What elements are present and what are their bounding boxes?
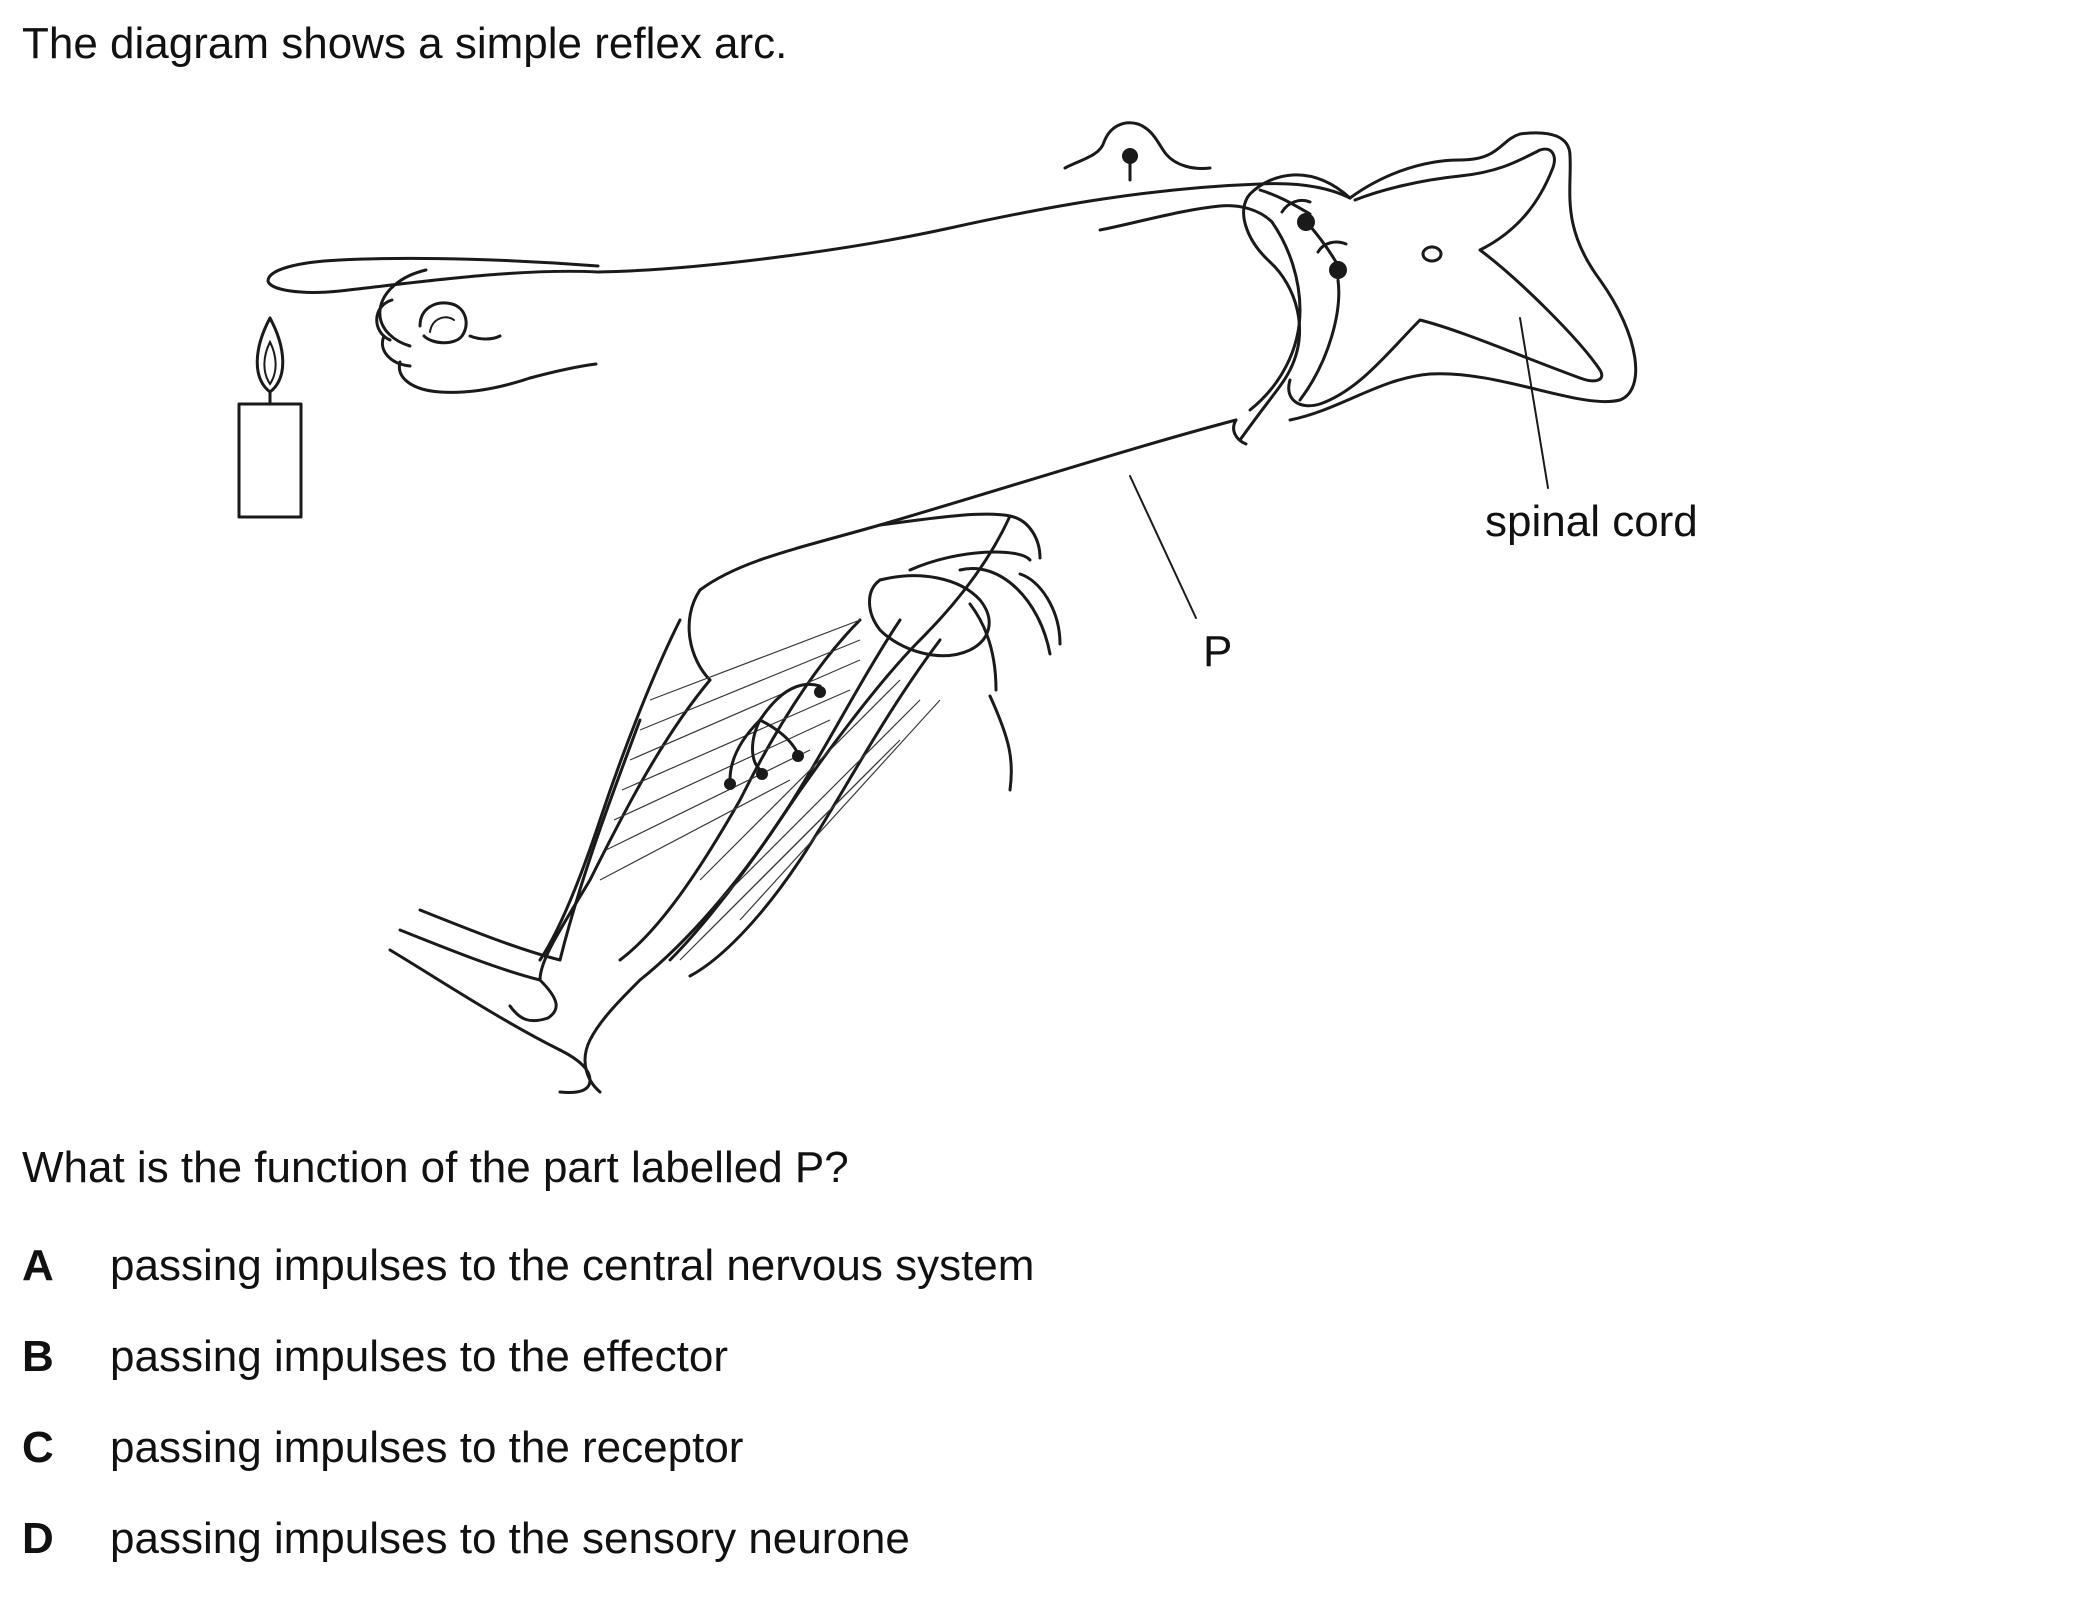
- candle: [237, 316, 303, 519]
- motor-pathway: [1129, 418, 1248, 619]
- muscle-hatching: [599, 619, 941, 961]
- spinal-synapses: [1258, 188, 1348, 402]
- option-text: passing impulses to the effector: [110, 1332, 728, 1381]
- option-text: passing impulses to the receptor: [110, 1423, 744, 1472]
- spinal-cord-label: spinal cord: [1485, 497, 1698, 546]
- option-text: passing impulses to the sensory neurone: [110, 1514, 910, 1563]
- option-text: passing impulses to the central nervous …: [110, 1241, 1035, 1290]
- hand: [266, 256, 600, 394]
- option-letter: A: [22, 1241, 54, 1290]
- option-letter: C: [22, 1423, 54, 1472]
- lower-arm: [538, 512, 1062, 982]
- option-c[interactable]: C passing impulses to the receptor: [22, 1418, 1222, 1509]
- answer-options: A passing impulses to the central nervou…: [22, 1236, 1222, 1600]
- motor-end-plates: [724, 682, 826, 790]
- option-d[interactable]: D passing impulses to the sensory neuron…: [22, 1509, 1222, 1600]
- spinal-cord-section: [1238, 131, 1638, 489]
- arm-outline: [596, 182, 1352, 592]
- option-b[interactable]: B passing impulses to the effector: [22, 1327, 1222, 1418]
- p-label: P: [1203, 627, 1233, 676]
- sensory-cell-body: [1063, 121, 1212, 182]
- option-letter: D: [22, 1514, 54, 1563]
- option-a[interactable]: A passing impulses to the central nervou…: [22, 1236, 1222, 1327]
- question-text: What is the function of the part labelle…: [22, 1143, 849, 1192]
- option-letter: B: [22, 1332, 54, 1381]
- intro-text: The diagram shows a simple reflex arc.: [22, 19, 788, 68]
- lower-hand: [388, 908, 642, 1094]
